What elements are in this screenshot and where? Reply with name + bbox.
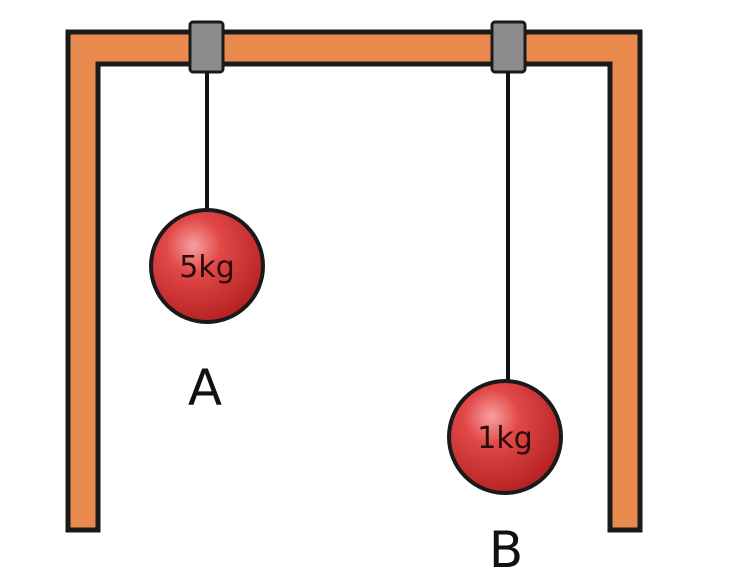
mass-label-a: 5kg: [179, 250, 235, 285]
caption-a: A: [188, 359, 222, 417]
caption-b: B: [489, 521, 523, 579]
support-frame: [65, 29, 643, 533]
clamp-a: [188, 20, 225, 74]
mass-ball-a: [149, 208, 265, 324]
mass-ball-b: [447, 379, 563, 495]
mass-label-b: 1kg: [477, 421, 533, 456]
clamp-b: [490, 20, 527, 74]
